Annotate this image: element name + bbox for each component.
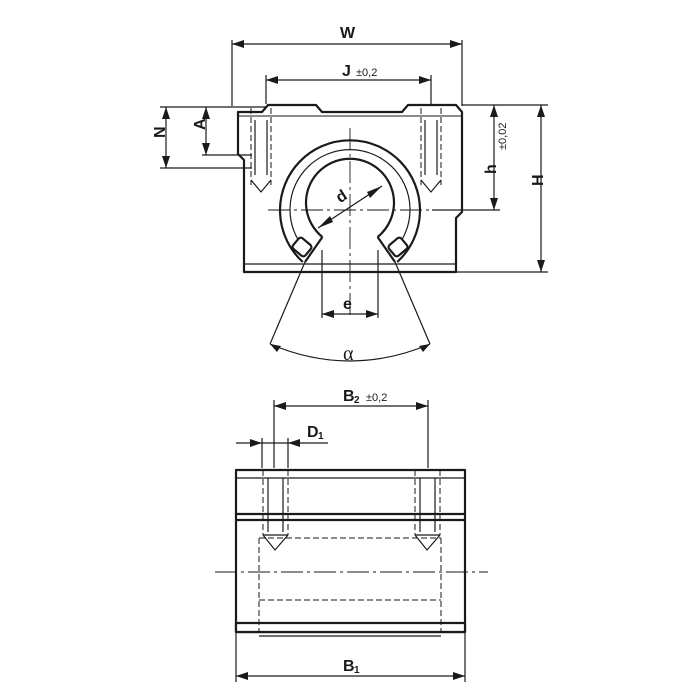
seal-right (387, 236, 409, 258)
label-B1-sub: 1 (354, 665, 360, 676)
seal-left (291, 236, 313, 258)
label-J: J (342, 63, 351, 80)
tolerance-J: ±0,2 (356, 67, 377, 79)
label-e: e (343, 296, 352, 313)
tolerance-B2: ±0,2 (366, 392, 387, 404)
label-h: h (483, 164, 500, 174)
label-D1: D (307, 424, 319, 441)
side-screw-left (262, 470, 289, 551)
label-B2-sub: 2 (354, 395, 360, 406)
dimension-alpha-arc (269, 343, 431, 362)
slot-left-edge (304, 236, 324, 263)
label-B1: B (343, 658, 355, 675)
label-alpha: α (343, 343, 354, 365)
screw-bore-left (250, 108, 272, 193)
label-W: W (340, 25, 356, 42)
label-A: A (192, 118, 209, 130)
side-base-strip (234, 621, 467, 634)
label-N: N (152, 126, 169, 138)
side-view: B 2 ±0,2 D 1 B 1 (215, 388, 488, 682)
label-B2: B (343, 388, 355, 405)
side-screw-right (414, 470, 441, 551)
screw-bore-right (420, 108, 442, 193)
label-D1-sub: 1 (318, 431, 324, 442)
slot-right-edge (376, 236, 396, 263)
tolerance-h: ±0,02 (497, 123, 509, 150)
side-body (234, 468, 467, 634)
front-view: d W J ±0,2 N A h ±0,02 (152, 25, 548, 365)
label-H: H (530, 174, 547, 186)
